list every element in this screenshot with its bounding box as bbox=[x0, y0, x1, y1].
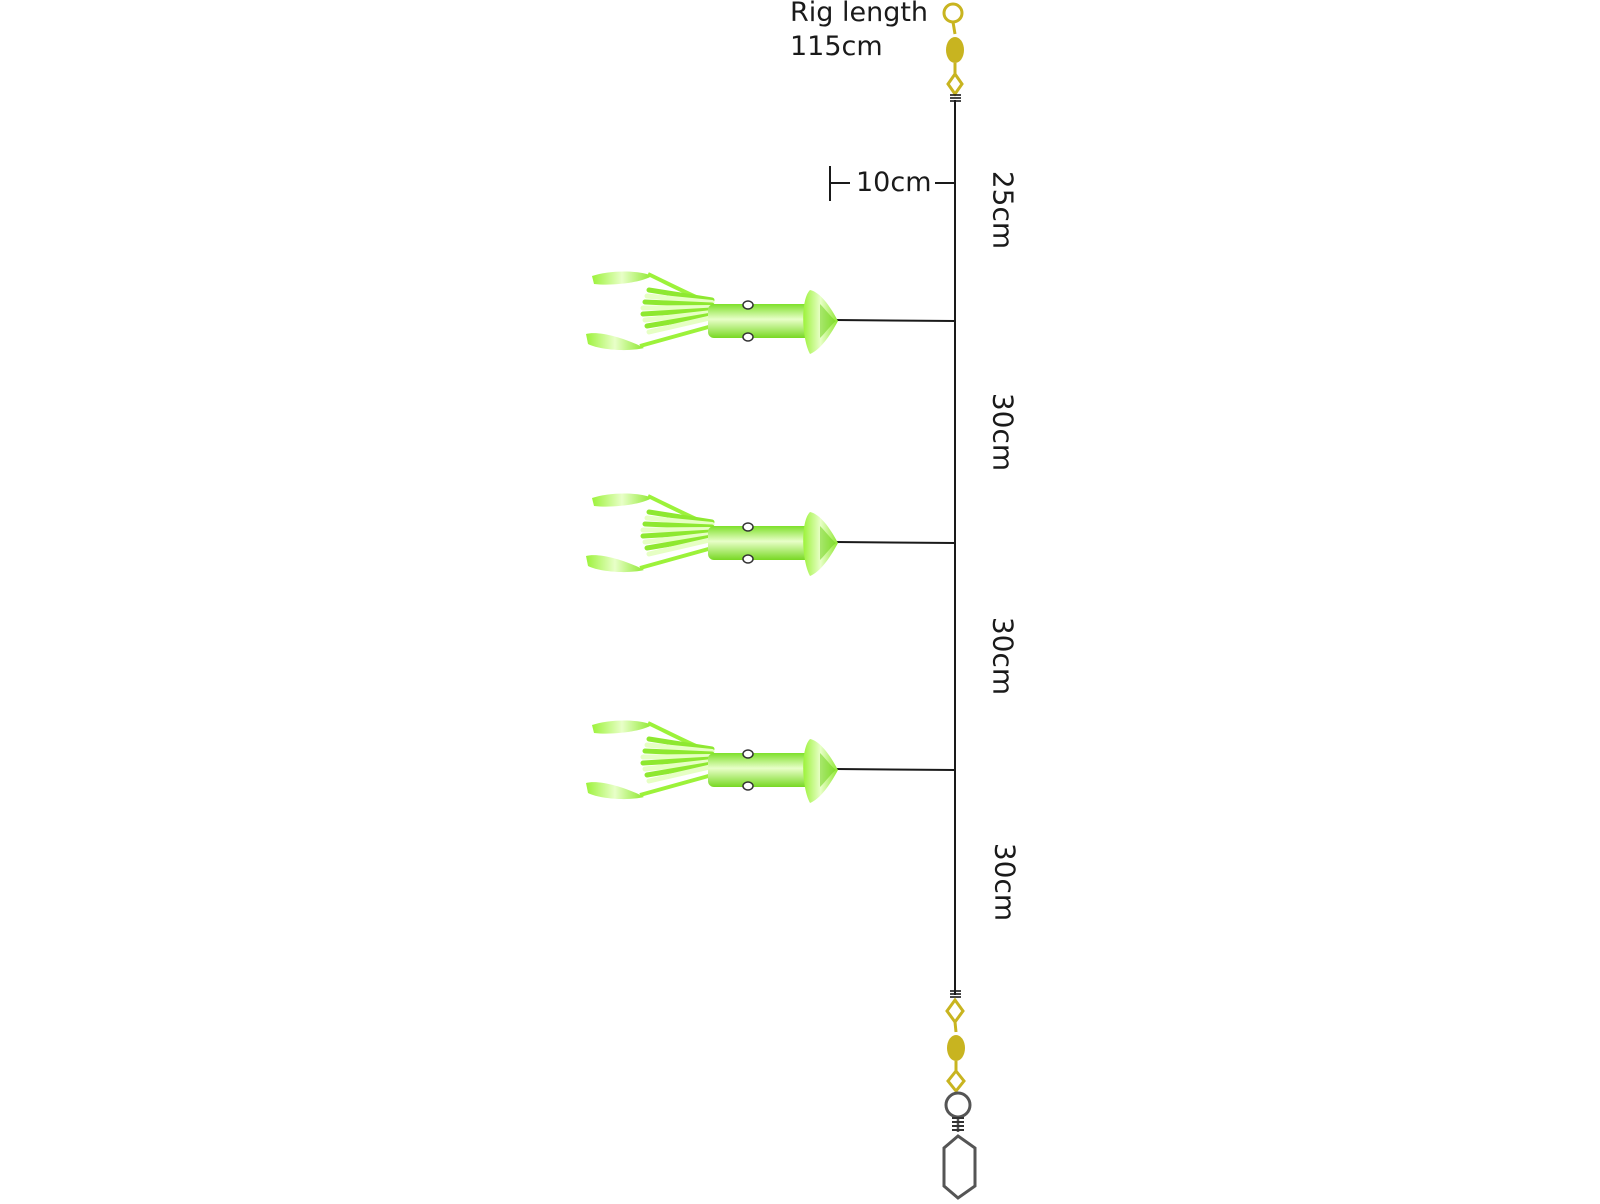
dropper-line-1 bbox=[835, 319, 956, 322]
squid-lure bbox=[586, 720, 838, 803]
top-swivel bbox=[942, 2, 964, 102]
squid-lure bbox=[586, 493, 838, 576]
segment-label-4: 30cm bbox=[988, 842, 1022, 922]
bottom-swivel bbox=[945, 990, 966, 1094]
segment-label-2: 30cm bbox=[986, 392, 1020, 472]
dropper-indicator bbox=[829, 166, 955, 201]
dropper-length-label: 10cm bbox=[856, 167, 932, 198]
segment-label-1: 25cm bbox=[986, 170, 1020, 250]
dropper-line-2 bbox=[835, 541, 956, 544]
rig-length-label-line2: 115cm bbox=[790, 31, 883, 62]
dropper-line-3 bbox=[835, 768, 956, 771]
snap-clip bbox=[942, 1091, 977, 1200]
segment-label-3: 30cm bbox=[986, 616, 1020, 696]
rig-length-label-line1: Rig length bbox=[790, 0, 929, 28]
squid-lure bbox=[586, 271, 838, 354]
